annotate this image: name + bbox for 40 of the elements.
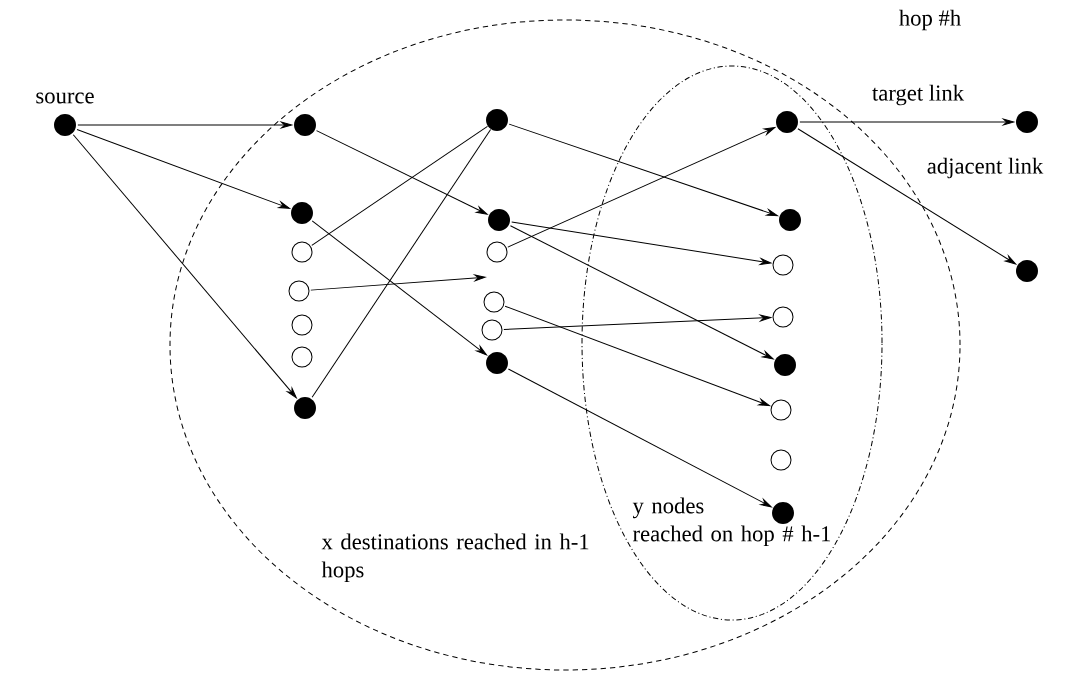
open-circle bbox=[481, 319, 503, 341]
arrow bbox=[799, 118, 1015, 126]
open-circle bbox=[288, 280, 310, 302]
arrow bbox=[72, 134, 297, 399]
arrow bbox=[310, 274, 486, 291]
open-circle bbox=[483, 291, 505, 313]
filled-dot bbox=[1016, 260, 1038, 282]
arrow bbox=[511, 221, 772, 265]
open-circle bbox=[291, 314, 313, 336]
arrow bbox=[507, 368, 772, 508]
open-circle bbox=[486, 241, 508, 263]
arrow bbox=[311, 220, 487, 356]
filled-dot bbox=[779, 209, 801, 231]
filled-dot bbox=[488, 209, 510, 231]
open-circle bbox=[772, 254, 794, 276]
arrow bbox=[509, 225, 774, 360]
filled-dot bbox=[291, 202, 313, 224]
filled-dot bbox=[772, 502, 794, 524]
open-circle bbox=[770, 449, 792, 471]
filled-dot bbox=[294, 397, 316, 419]
arrow bbox=[508, 123, 778, 217]
filled-dot bbox=[776, 111, 798, 133]
arrow bbox=[316, 130, 488, 215]
filled-dot bbox=[486, 352, 508, 374]
filled-dot bbox=[1016, 111, 1038, 133]
arrow bbox=[797, 128, 1017, 265]
filled-dot bbox=[486, 109, 508, 131]
open-circle bbox=[291, 241, 313, 263]
open-circle bbox=[291, 346, 313, 368]
arrow bbox=[503, 314, 772, 330]
open-circle bbox=[772, 306, 794, 328]
filled-dot bbox=[54, 114, 76, 136]
arrow bbox=[504, 305, 770, 407]
arrow bbox=[77, 121, 293, 129]
node-caption: source bbox=[36, 92, 94, 104]
filled-dot bbox=[294, 114, 316, 136]
open-circle bbox=[770, 399, 792, 421]
arrow bbox=[76, 128, 290, 209]
filled-dot bbox=[774, 354, 796, 376]
arrow bbox=[507, 126, 776, 248]
